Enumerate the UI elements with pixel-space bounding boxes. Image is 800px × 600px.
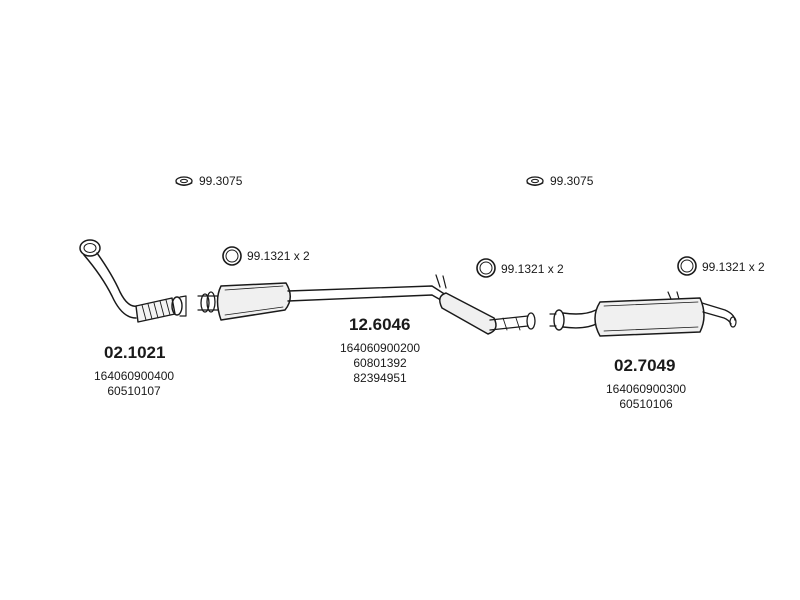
part-number: 02.7049 — [614, 356, 676, 375]
oem-reference-list: 164060900300 60510106 — [606, 382, 686, 412]
gasket-ring-icon — [677, 256, 697, 276]
part-number: 02.1021 — [104, 343, 166, 362]
oem-number: 60510106 — [619, 397, 673, 411]
gasket-label: 99.1321 x 2 — [702, 260, 765, 274]
oem-reference-list: 164060900200 60801392 82394951 — [340, 341, 420, 386]
hanger-label: 99.3075 — [550, 174, 594, 188]
rubber-hanger-icon — [175, 176, 193, 186]
rubber-hanger-icon — [526, 176, 544, 186]
oem-reference-list: 164060900400 60510107 — [94, 369, 174, 399]
front-pipe-drawing — [79, 239, 187, 323]
oem-number: 82394951 — [353, 371, 407, 385]
rear-silencer-drawing — [549, 291, 737, 337]
oem-number: 60801392 — [353, 356, 407, 370]
part-number: 12.6046 — [349, 315, 411, 334]
intermediate-pipe-drawing — [197, 274, 536, 335]
oem-number: 164060900400 — [94, 369, 175, 383]
oem-number: 164060900300 — [606, 382, 687, 396]
gasket-label: 99.1321 x 2 — [247, 249, 310, 263]
gasket-ring-icon — [222, 246, 242, 266]
oem-number: 60510107 — [107, 384, 161, 398]
oem-number: 164060900200 — [340, 341, 421, 355]
hanger-label: 99.3075 — [199, 174, 243, 188]
gasket-label: 99.1321 x 2 — [501, 262, 564, 276]
gasket-ring-icon — [476, 258, 496, 278]
